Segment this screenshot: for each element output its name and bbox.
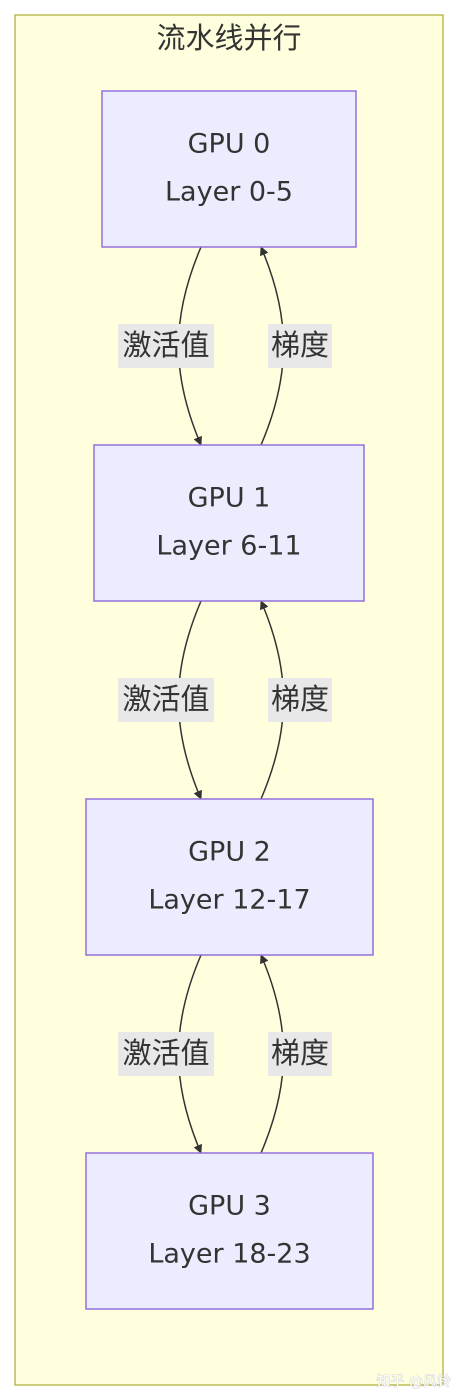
edge-label-gradient: 梯度 — [271, 1036, 329, 1070]
node-subtitle: Layer 6-11 — [156, 531, 301, 562]
node-subtitle: Layer 0-5 — [165, 177, 293, 208]
edge-gradient: 梯度 — [260, 954, 332, 1154]
node-box — [85, 1152, 374, 1310]
edge-activation: 激活值 — [118, 954, 214, 1154]
edge-label-background — [118, 1032, 214, 1076]
edge-label-gradient: 梯度 — [271, 328, 329, 362]
watermark: 知乎 @风铃 — [377, 1373, 451, 1390]
edge-label-background — [268, 678, 332, 722]
node-box — [93, 444, 365, 602]
edge-label-background — [268, 324, 332, 368]
subgraph-title: 流水线并行 — [156, 21, 301, 55]
edge-label-activation: 激活值 — [122, 682, 209, 716]
edge-activation: 激活值 — [118, 246, 214, 446]
node-title: GPU 0 — [188, 129, 271, 160]
edge-gradient: 梯度 — [260, 246, 332, 446]
node-box — [101, 90, 357, 248]
edge-label-gradient: 梯度 — [271, 682, 329, 716]
edge-label-background — [118, 678, 214, 722]
node-title: GPU 1 — [188, 483, 271, 514]
node-title: GPU 2 — [188, 837, 271, 868]
node-gpu1: GPU 1 Layer 6-11 — [93, 444, 365, 602]
node-title: GPU 3 — [188, 1191, 271, 1222]
edge-gradient: 梯度 — [260, 600, 332, 800]
edges-layer: 激活值梯度激活值梯度激活值梯度 — [118, 246, 332, 1154]
node-subtitle: Layer 12-17 — [148, 885, 310, 916]
edge-label-activation: 激活值 — [122, 1036, 209, 1070]
edge-label-background — [268, 1032, 332, 1076]
node-subtitle: Layer 18-23 — [148, 1239, 310, 1270]
node-box — [85, 798, 374, 956]
node-gpu3: GPU 3 Layer 18-23 — [85, 1152, 374, 1310]
node-gpu2: GPU 2 Layer 12-17 — [85, 798, 374, 956]
edge-activation: 激活值 — [118, 600, 214, 800]
edge-label-activation: 激活值 — [122, 328, 209, 362]
node-gpu0: GPU 0 Layer 0-5 — [101, 90, 357, 248]
edge-label-background — [118, 324, 214, 368]
